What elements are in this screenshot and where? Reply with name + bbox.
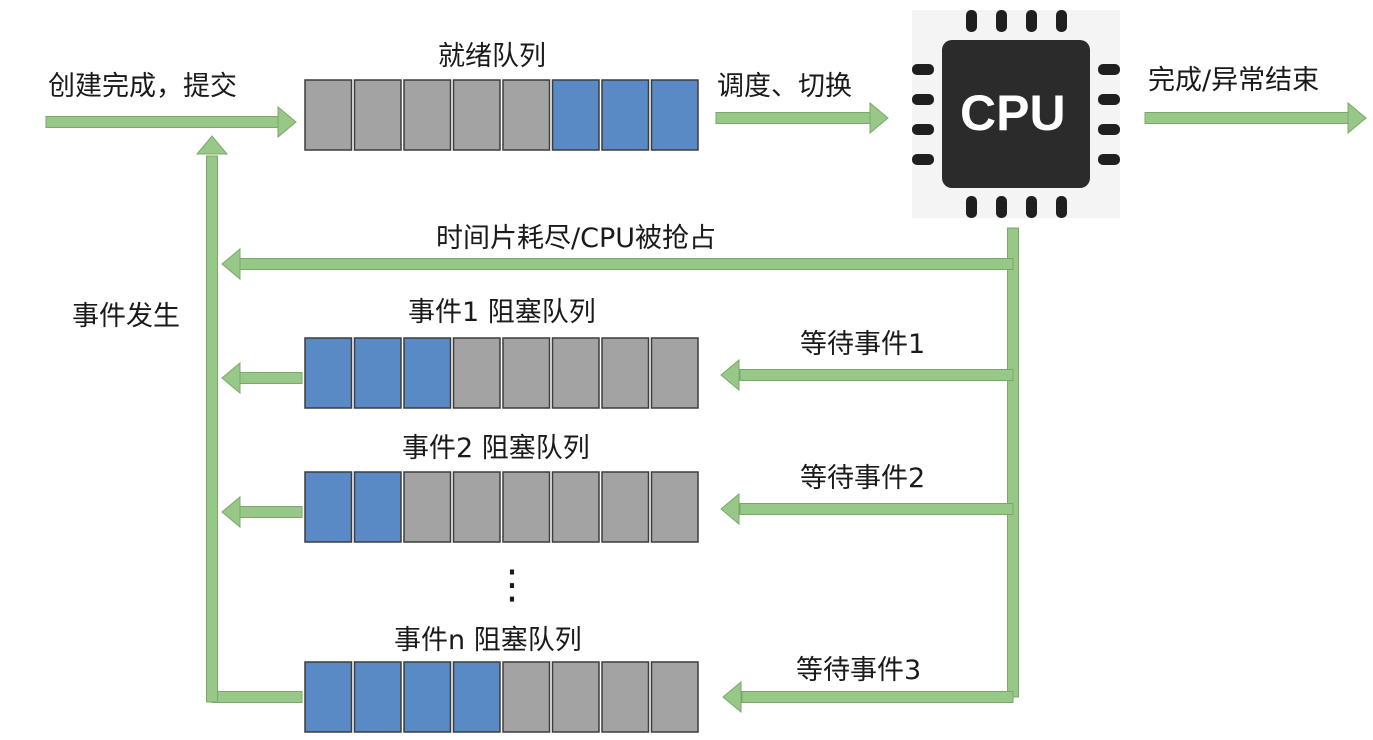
timeslice-arrow-head [221, 247, 241, 281]
cpu-pin-left [912, 94, 934, 105]
block2-cell [650, 471, 699, 543]
event2-out-line [239, 506, 303, 518]
wait3-arrow-head [722, 680, 742, 714]
wait-event-1-label: 等待事件1 [800, 329, 926, 360]
ready-cell [650, 79, 699, 151]
blockn-cell [502, 661, 551, 733]
finish-arrow-line [1144, 112, 1349, 124]
cpu-pin-right [1098, 154, 1120, 165]
block1-cell [551, 337, 600, 409]
ellipsis-dots: ⋮ [492, 562, 532, 608]
cpu-body [942, 40, 1090, 188]
block2-queue-title: 事件2 阻塞队列 [402, 433, 590, 464]
wait-event-2-label: 等待事件2 [800, 463, 926, 494]
block2-queue [304, 471, 699, 543]
block1-cell [304, 337, 353, 409]
wait1-arrow-line [739, 369, 1014, 381]
ready-queue-title: 就绪队列 [438, 41, 546, 72]
ready-cell [452, 79, 501, 151]
cpu-pin-bottom [996, 196, 1007, 218]
event-trunk-head [195, 135, 229, 155]
submit-arrow-head [277, 105, 297, 139]
block1-queue-title: 事件1 阻塞队列 [408, 297, 596, 328]
wait2-arrow-line [739, 503, 1014, 515]
ready-cell [502, 79, 551, 151]
ready-cell [601, 79, 650, 151]
ready-cell [551, 79, 600, 151]
cpu-trunk-line [1007, 227, 1019, 698]
wait-event-3-label: 等待事件3 [796, 655, 922, 686]
cpu-pin-left [912, 154, 934, 165]
blockn-cell [551, 661, 600, 733]
eventn-out-line [211, 691, 303, 703]
block1-cell [452, 337, 501, 409]
blockn-cell [452, 661, 501, 733]
arrows-layer [45, 101, 1367, 714]
cpu-pin-bottom [1026, 196, 1037, 218]
block2-cell [502, 471, 551, 543]
cpu-pin-top [1026, 10, 1037, 32]
cpu-pin-top [1056, 10, 1067, 32]
block2-cell [403, 471, 452, 543]
cpu-pin-bottom [966, 196, 977, 218]
event1-out-line [239, 372, 303, 384]
block1-cell [502, 337, 551, 409]
cpu-pin-right [1098, 64, 1120, 75]
event1-out-head [221, 361, 241, 395]
blockn-queue [304, 661, 699, 733]
blockn-cell [353, 661, 402, 733]
block2-cell [601, 471, 650, 543]
event-occurs-label: 事件发生 [72, 301, 180, 332]
blockn-queue-title: 事件n 阻塞队列 [394, 625, 582, 656]
cpu-pin-left [912, 64, 934, 75]
create-submit-label: 创建完成，提交 [48, 71, 237, 102]
wait2-arrow-head [720, 492, 740, 526]
cpu-pin-top [996, 10, 1007, 32]
event-trunk-line [206, 155, 218, 703]
wait1-arrow-head [720, 358, 740, 392]
blockn-cell [601, 661, 650, 733]
block2-cell [304, 471, 353, 543]
cpu-pin-top [966, 10, 977, 32]
schedule-arrow-line [715, 112, 871, 124]
cpu-chip [912, 10, 1120, 218]
event2-out-head [221, 495, 241, 529]
block2-cell [551, 471, 600, 543]
timeslice-label: 时间片耗尽/CPU被抢占 [436, 223, 716, 254]
schedule-arrow-head [869, 101, 889, 135]
cpu-pin-right [1098, 124, 1120, 135]
cpu-pin-bottom [1056, 196, 1067, 218]
block1-cell [403, 337, 452, 409]
timeslice-arrow-line [239, 258, 1014, 270]
wait3-arrow-line [741, 691, 1014, 703]
ready-cell [353, 79, 402, 151]
block1-queue [304, 337, 699, 409]
ready-cell [304, 79, 353, 151]
block2-cell [353, 471, 402, 543]
schedule-switch-label: 调度、切换 [717, 71, 852, 102]
ready-cell [403, 79, 452, 151]
block1-cell [353, 337, 402, 409]
blockn-cell [304, 661, 353, 733]
cpu-label: CPU [960, 85, 1066, 141]
finish-label: 完成/异常结束 [1148, 65, 1320, 96]
blockn-cell [650, 661, 699, 733]
block1-cell [601, 337, 650, 409]
block1-cell [650, 337, 699, 409]
blockn-cell [403, 661, 452, 733]
submit-arrow-line [45, 116, 279, 128]
ready-queue [304, 79, 699, 151]
cpu-pin-right [1098, 94, 1120, 105]
finish-arrow-head [1347, 101, 1367, 135]
block2-cell [452, 471, 501, 543]
queues-layer [304, 79, 699, 733]
cpu-pin-left [912, 124, 934, 135]
